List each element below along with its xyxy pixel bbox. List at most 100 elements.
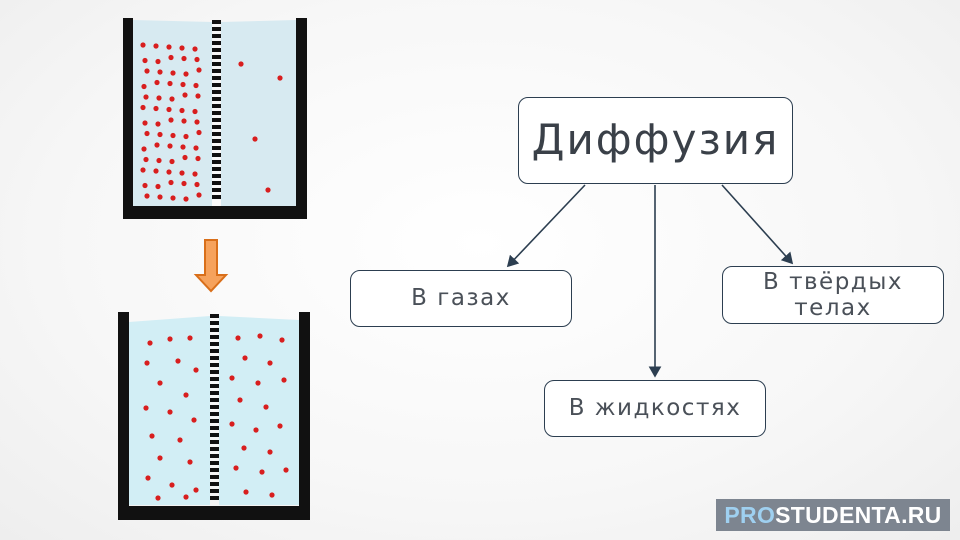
- membrane-segment: [210, 412, 219, 416]
- particle: [143, 94, 149, 100]
- membrane-segment: [210, 398, 219, 402]
- particle: [192, 171, 198, 177]
- particle: [153, 105, 159, 112]
- particle: [283, 467, 289, 473]
- particle: [229, 421, 235, 427]
- branch-liquid-label: В жидкостях: [568, 395, 742, 422]
- particle: [242, 355, 248, 361]
- particle: [169, 158, 175, 165]
- particle: [187, 459, 193, 465]
- particle: [181, 118, 187, 124]
- concept-title: Диффузия: [531, 115, 780, 165]
- particle: [142, 120, 148, 126]
- particle: [144, 130, 150, 137]
- particle: [183, 196, 189, 202]
- particles-after: [143, 333, 289, 501]
- particle: [155, 121, 161, 127]
- particle: [153, 43, 159, 49]
- particle: [265, 187, 271, 193]
- particle: [181, 55, 187, 62]
- particle: [194, 181, 200, 188]
- particle: [182, 92, 188, 98]
- particle: [156, 157, 162, 164]
- particle: [194, 56, 200, 63]
- membrane-segment: [210, 475, 219, 479]
- membrane-segment: [210, 391, 219, 395]
- particle: [183, 494, 189, 500]
- particle: [192, 108, 198, 115]
- particle: [241, 445, 247, 451]
- membrane-segment: [210, 342, 219, 346]
- branch-gas-box: В газах: [350, 270, 572, 327]
- particle: [143, 156, 149, 163]
- membrane-segment: [210, 426, 219, 430]
- membrane-segment: [210, 377, 219, 381]
- particle: [238, 61, 244, 67]
- particle: [267, 449, 273, 455]
- membrane-segment: [212, 34, 221, 38]
- particle: [167, 80, 173, 87]
- particle: [168, 117, 174, 123]
- particle: [192, 46, 198, 52]
- down-arrow-icon: [193, 239, 229, 293]
- particle: [195, 93, 201, 99]
- particle: [157, 380, 163, 386]
- particle: [237, 397, 243, 403]
- particle: [140, 167, 146, 173]
- membrane-segment: [210, 440, 219, 444]
- particle: [196, 129, 202, 136]
- membrane-segment: [210, 314, 219, 318]
- particle: [229, 375, 235, 381]
- membrane-segment: [212, 132, 221, 136]
- particle: [155, 183, 161, 190]
- membrane-segment: [210, 328, 219, 332]
- particle: [157, 455, 163, 461]
- particle: [149, 433, 155, 439]
- connector-to-solid: [721, 184, 794, 265]
- particle: [277, 75, 283, 81]
- watermark-prefix: PRO: [724, 501, 776, 528]
- particle: [191, 417, 197, 423]
- particle: [194, 119, 200, 125]
- membrane-segment: [212, 195, 221, 199]
- particle: [253, 427, 259, 433]
- particle: [156, 95, 162, 101]
- particle: [181, 180, 187, 187]
- membrane-segment: [210, 468, 219, 472]
- particle: [167, 409, 173, 415]
- membrane-segment: [212, 48, 221, 52]
- watermark-rest: STUDENTA.RU: [775, 501, 942, 528]
- branch-solid-label: В твёрдых телах: [763, 268, 903, 321]
- membrane-segment: [210, 447, 219, 451]
- membrane-segment: [212, 41, 221, 45]
- particle: [140, 42, 146, 48]
- particle: [259, 469, 265, 475]
- particle: [263, 404, 269, 410]
- particle: [168, 179, 174, 186]
- membrane-segment: [210, 349, 219, 353]
- membrane-segment: [212, 83, 221, 87]
- particle: [141, 83, 147, 90]
- particle: [243, 489, 249, 495]
- membrane-segment: [212, 62, 221, 66]
- particle: [196, 192, 202, 198]
- membrane-segment: [212, 55, 221, 59]
- particle: [182, 154, 188, 161]
- particle: [168, 54, 174, 61]
- membrane-segment: [212, 69, 221, 73]
- membrane-segment: [210, 321, 219, 325]
- membrane-segment: [210, 489, 219, 493]
- particle: [155, 495, 161, 501]
- particle: [167, 336, 173, 342]
- particle: [154, 79, 160, 86]
- liquid-before-left: [133, 20, 212, 206]
- membrane-segment: [212, 174, 221, 178]
- membrane-segment: [212, 181, 221, 185]
- particle: [269, 492, 275, 498]
- branch-liquid-box: В жидкостях: [544, 380, 766, 437]
- particle: [170, 70, 176, 76]
- membrane-segment: [210, 363, 219, 367]
- particle: [235, 335, 241, 341]
